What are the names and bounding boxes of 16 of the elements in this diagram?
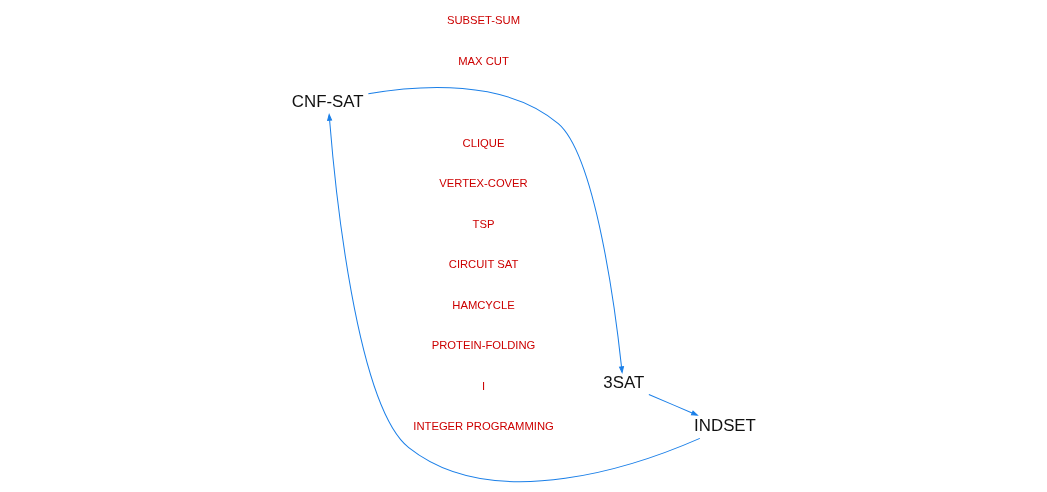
label: INTEGER PROGRAMMING: [412, 419, 554, 432]
label: TSP: [472, 217, 494, 230]
node-text: INDSET: [693, 415, 756, 435]
label: HAMCYCLE: [451, 298, 515, 311]
label: SUBSET-SUM: [446, 13, 520, 26]
label: I: [481, 379, 485, 392]
arrow: [647, 393, 699, 416]
label: PROTEIN-FOLDING: [431, 338, 535, 351]
arrow: [367, 86, 624, 374]
label: VERTEX-COVER: [438, 176, 528, 189]
node-text: CNF-SAT: [291, 91, 364, 111]
label: CLIQUE: [462, 136, 504, 149]
label: MAX CUT: [457, 54, 509, 67]
node-text: 3SAT: [602, 372, 644, 392]
label: CIRCUIT SAT: [448, 257, 518, 270]
arrow: [326, 112, 700, 482]
